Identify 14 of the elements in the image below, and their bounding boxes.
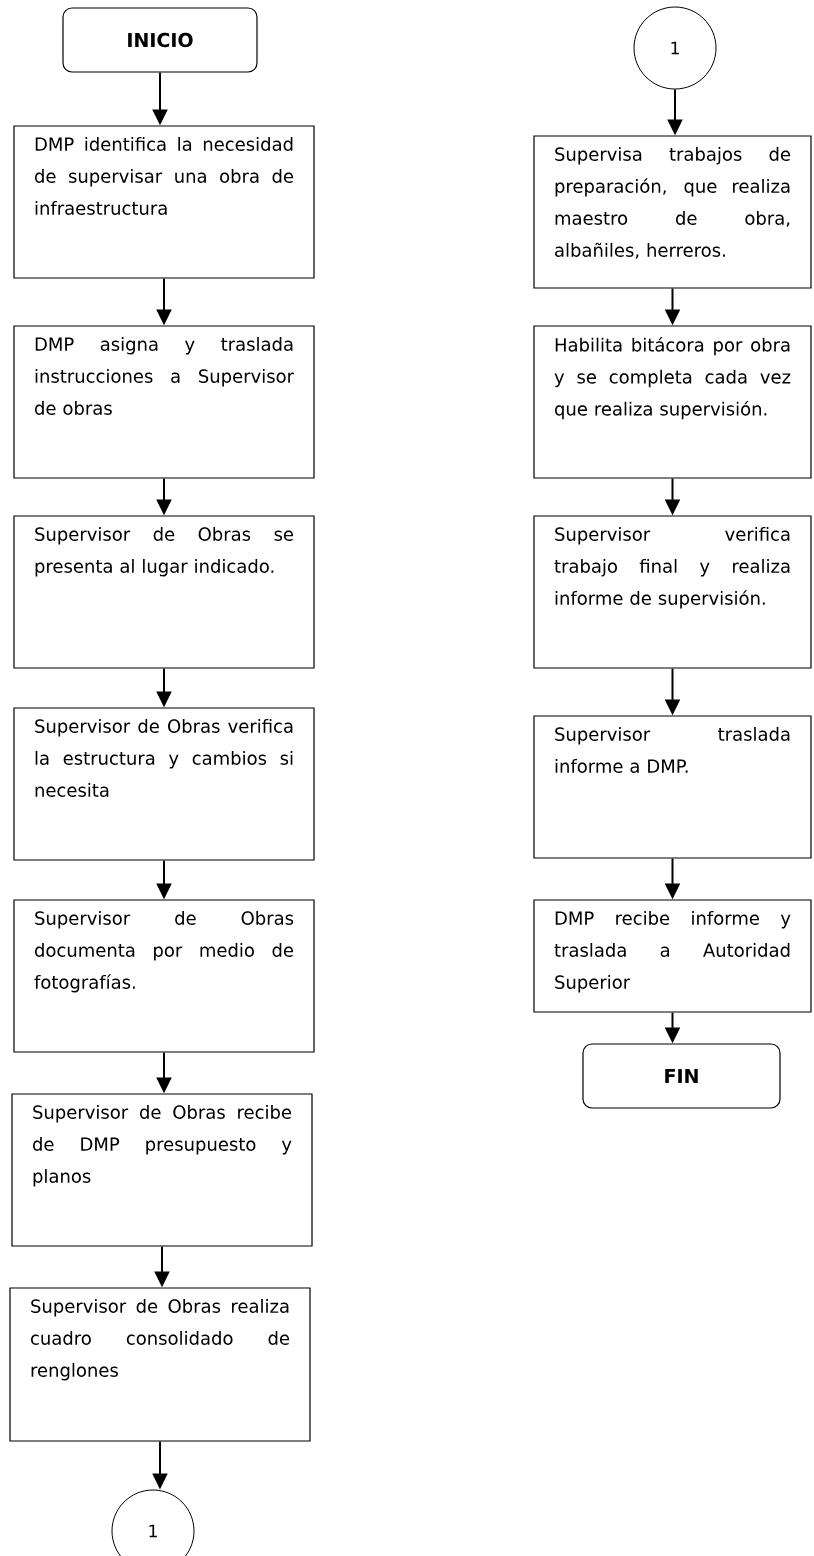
process-box: Supervisor de Obras verifica la estructura y cambios si necesita [13,707,315,861]
process-box: Supervisor verifica trabajo final y realiza informe de supervisión. [533,515,812,669]
terminal-box: INICIO [62,7,258,73]
terminal-box: FIN [582,1043,781,1109]
process-box: Supervisor de Obras recibe de DMP presupuesto y planos [11,1093,313,1247]
process-box: Supervisor de Obras se presenta al lugar indicado. [13,515,315,669]
process-box: DMP recibe informe y traslada a Autoridad Superior [533,899,812,1013]
process-box: DMP identifica la necesidad de supervisar una obra de infraestructura [13,125,315,279]
process-box: DMP asigna y traslada instrucciones a Supervisor de obras [13,325,315,479]
process-box: Supervisor de Obras realiza cuadro consolidado de renglones [9,1287,311,1442]
process-box: Supervisa trabajos de preparación, que realiza maestro de obra, albañiles, herreros. [533,135,812,289]
process-box: Supervisor traslada informe a DMP. [533,715,812,859]
process-box: Habilita bitácora por obra y se completa cada vez que realiza supervisión. [533,325,812,479]
process-box: Supervisor de Obras documenta por medio de fotografías. [13,899,315,1053]
